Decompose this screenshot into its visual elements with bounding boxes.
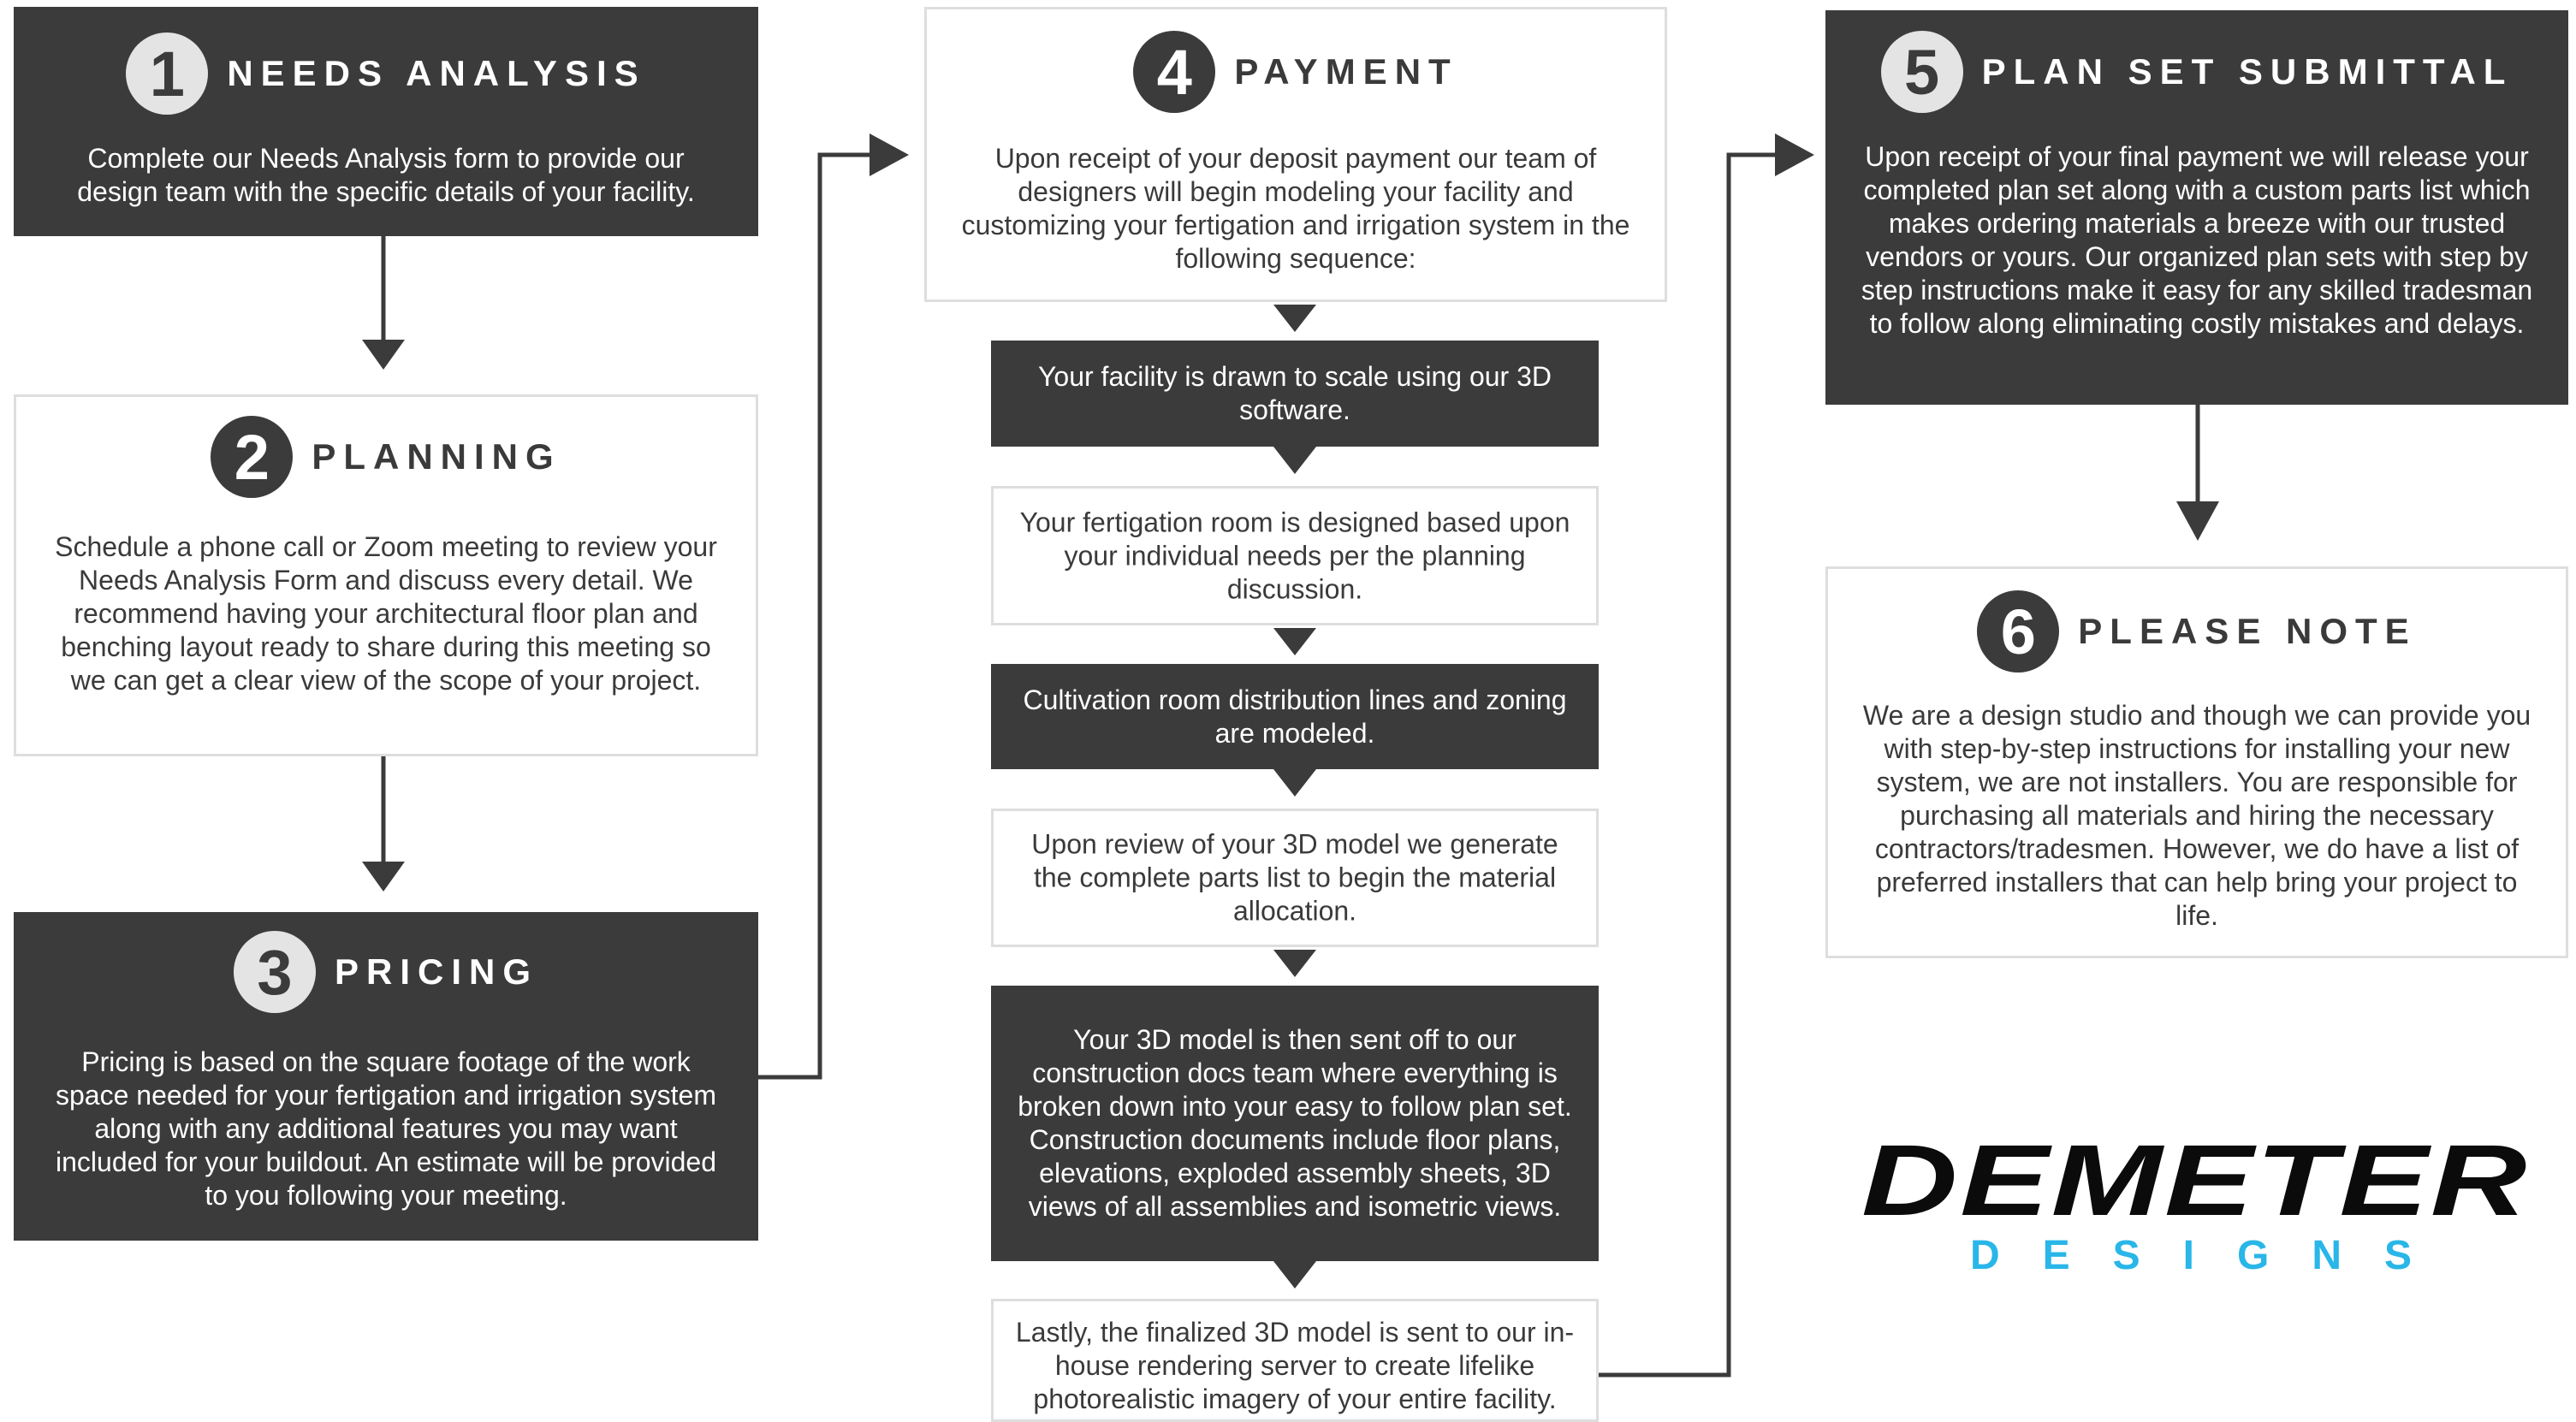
demeter-designs-logo: DEMETER DESIGNS xyxy=(1861,1129,2529,1283)
sequence-step-4-text: Upon review of your 3D model we generate… xyxy=(1031,828,1558,927)
step-5-number: 5 xyxy=(1880,31,1963,113)
step-2-number: 2 xyxy=(211,416,294,498)
step-4-header: 4 PAYMENT xyxy=(927,31,1665,113)
step-3-pricing: 3 PRICING Pricing is based on the square… xyxy=(14,912,758,1241)
step-3-header: 3 PRICING xyxy=(14,931,758,1013)
step-5-plan-set-submittal: 5 PLAN SET SUBMITTAL Upon receipt of you… xyxy=(1825,10,2568,405)
step-4-payment: 4 PAYMENT Upon receipt of your deposit p… xyxy=(924,7,1667,302)
arrowhead-1-2 xyxy=(362,340,405,370)
step-1-description: Complete our Needs Analysis form to prov… xyxy=(77,143,695,207)
sequence-step-3-text: Cultivation room distribution lines and … xyxy=(1023,684,1567,749)
step-6-header: 6 PLEASE NOTE xyxy=(1828,590,2566,672)
step-1-header: 1 NEEDS ANALYSIS xyxy=(14,33,758,115)
arrowhead-4-seq1 xyxy=(1273,305,1316,332)
step-1-number: 1 xyxy=(126,33,209,115)
step-3-title: PRICING xyxy=(334,951,538,992)
step-6-please-note: 6 PLEASE NOTE We are a design studio and… xyxy=(1825,566,2568,958)
step-3-number: 3 xyxy=(233,931,316,1013)
sequence-step-4: Upon review of your 3D model we generate… xyxy=(991,809,1599,947)
step-4-title: PAYMENT xyxy=(1234,51,1458,92)
sequence-step-3: Cultivation room distribution lines and … xyxy=(991,664,1599,769)
step-1-needs-analysis: 1 NEEDS ANALYSIS Complete our Needs Anal… xyxy=(14,7,758,236)
arrowhead-3-4 xyxy=(870,133,909,176)
step-4-description: Upon receipt of your deposit payment our… xyxy=(961,143,1630,274)
arrowhead-seq3-seq4 xyxy=(1273,769,1316,797)
logo-subtitle: DESIGNS xyxy=(1969,1233,2455,1278)
step-5-header: 5 PLAN SET SUBMITTAL xyxy=(1825,31,2568,113)
sequence-step-6: Lastly, the finalized 3D model is sent t… xyxy=(991,1299,1599,1422)
step-4-number: 4 xyxy=(1133,31,1216,113)
connector-seq-5 xyxy=(1599,152,1778,1378)
step-2-description: Schedule a phone call or Zoom meeting to… xyxy=(55,531,717,696)
step-2-planning: 2 PLANNING Schedule a phone call or Zoom… xyxy=(14,394,758,756)
sequence-step-2-text: Your fertigation room is designed based … xyxy=(1019,507,1570,604)
sequence-step-2: Your fertigation room is designed based … xyxy=(991,486,1599,625)
sequence-step-5: Your 3D model is then sent off to our co… xyxy=(991,986,1599,1261)
sequence-step-6-text: Lastly, the finalized 3D model is sent t… xyxy=(1015,1317,1575,1414)
step-6-number: 6 xyxy=(1977,590,2060,672)
step-1-title: NEEDS ANALYSIS xyxy=(227,53,646,93)
arrowhead-seq-5 xyxy=(1775,133,1814,176)
step-6-description: We are a design studio and though we can… xyxy=(1862,700,2531,931)
arrowhead-5-6 xyxy=(2176,501,2219,541)
connector-3-4 xyxy=(758,152,873,1080)
arrowhead-seq2-seq3 xyxy=(1273,628,1316,655)
sequence-step-5-text: Your 3D model is then sent off to our co… xyxy=(1018,1024,1572,1222)
arrowhead-seq4-seq5 xyxy=(1273,950,1316,977)
arrowhead-seq1-seq2 xyxy=(1273,447,1316,474)
arrowhead-2-3 xyxy=(362,862,405,892)
step-2-title: PLANNING xyxy=(312,436,561,477)
step-6-title: PLEASE NOTE xyxy=(2078,611,2417,651)
step-5-title: PLAN SET SUBMITTAL xyxy=(1981,51,2514,92)
step-2-header: 2 PLANNING xyxy=(16,416,756,498)
logo-wordmark: DEMETER xyxy=(1861,1124,2529,1237)
sequence-step-1: Your facility is drawn to scale using ou… xyxy=(991,341,1599,447)
arrowhead-seq5-seq6 xyxy=(1273,1261,1316,1289)
sequence-step-1-text: Your facility is drawn to scale using ou… xyxy=(1038,361,1552,425)
step-5-description: Upon receipt of your final payment we wi… xyxy=(1861,141,2533,339)
step-3-description: Pricing is based on the square footage o… xyxy=(56,1046,716,1211)
